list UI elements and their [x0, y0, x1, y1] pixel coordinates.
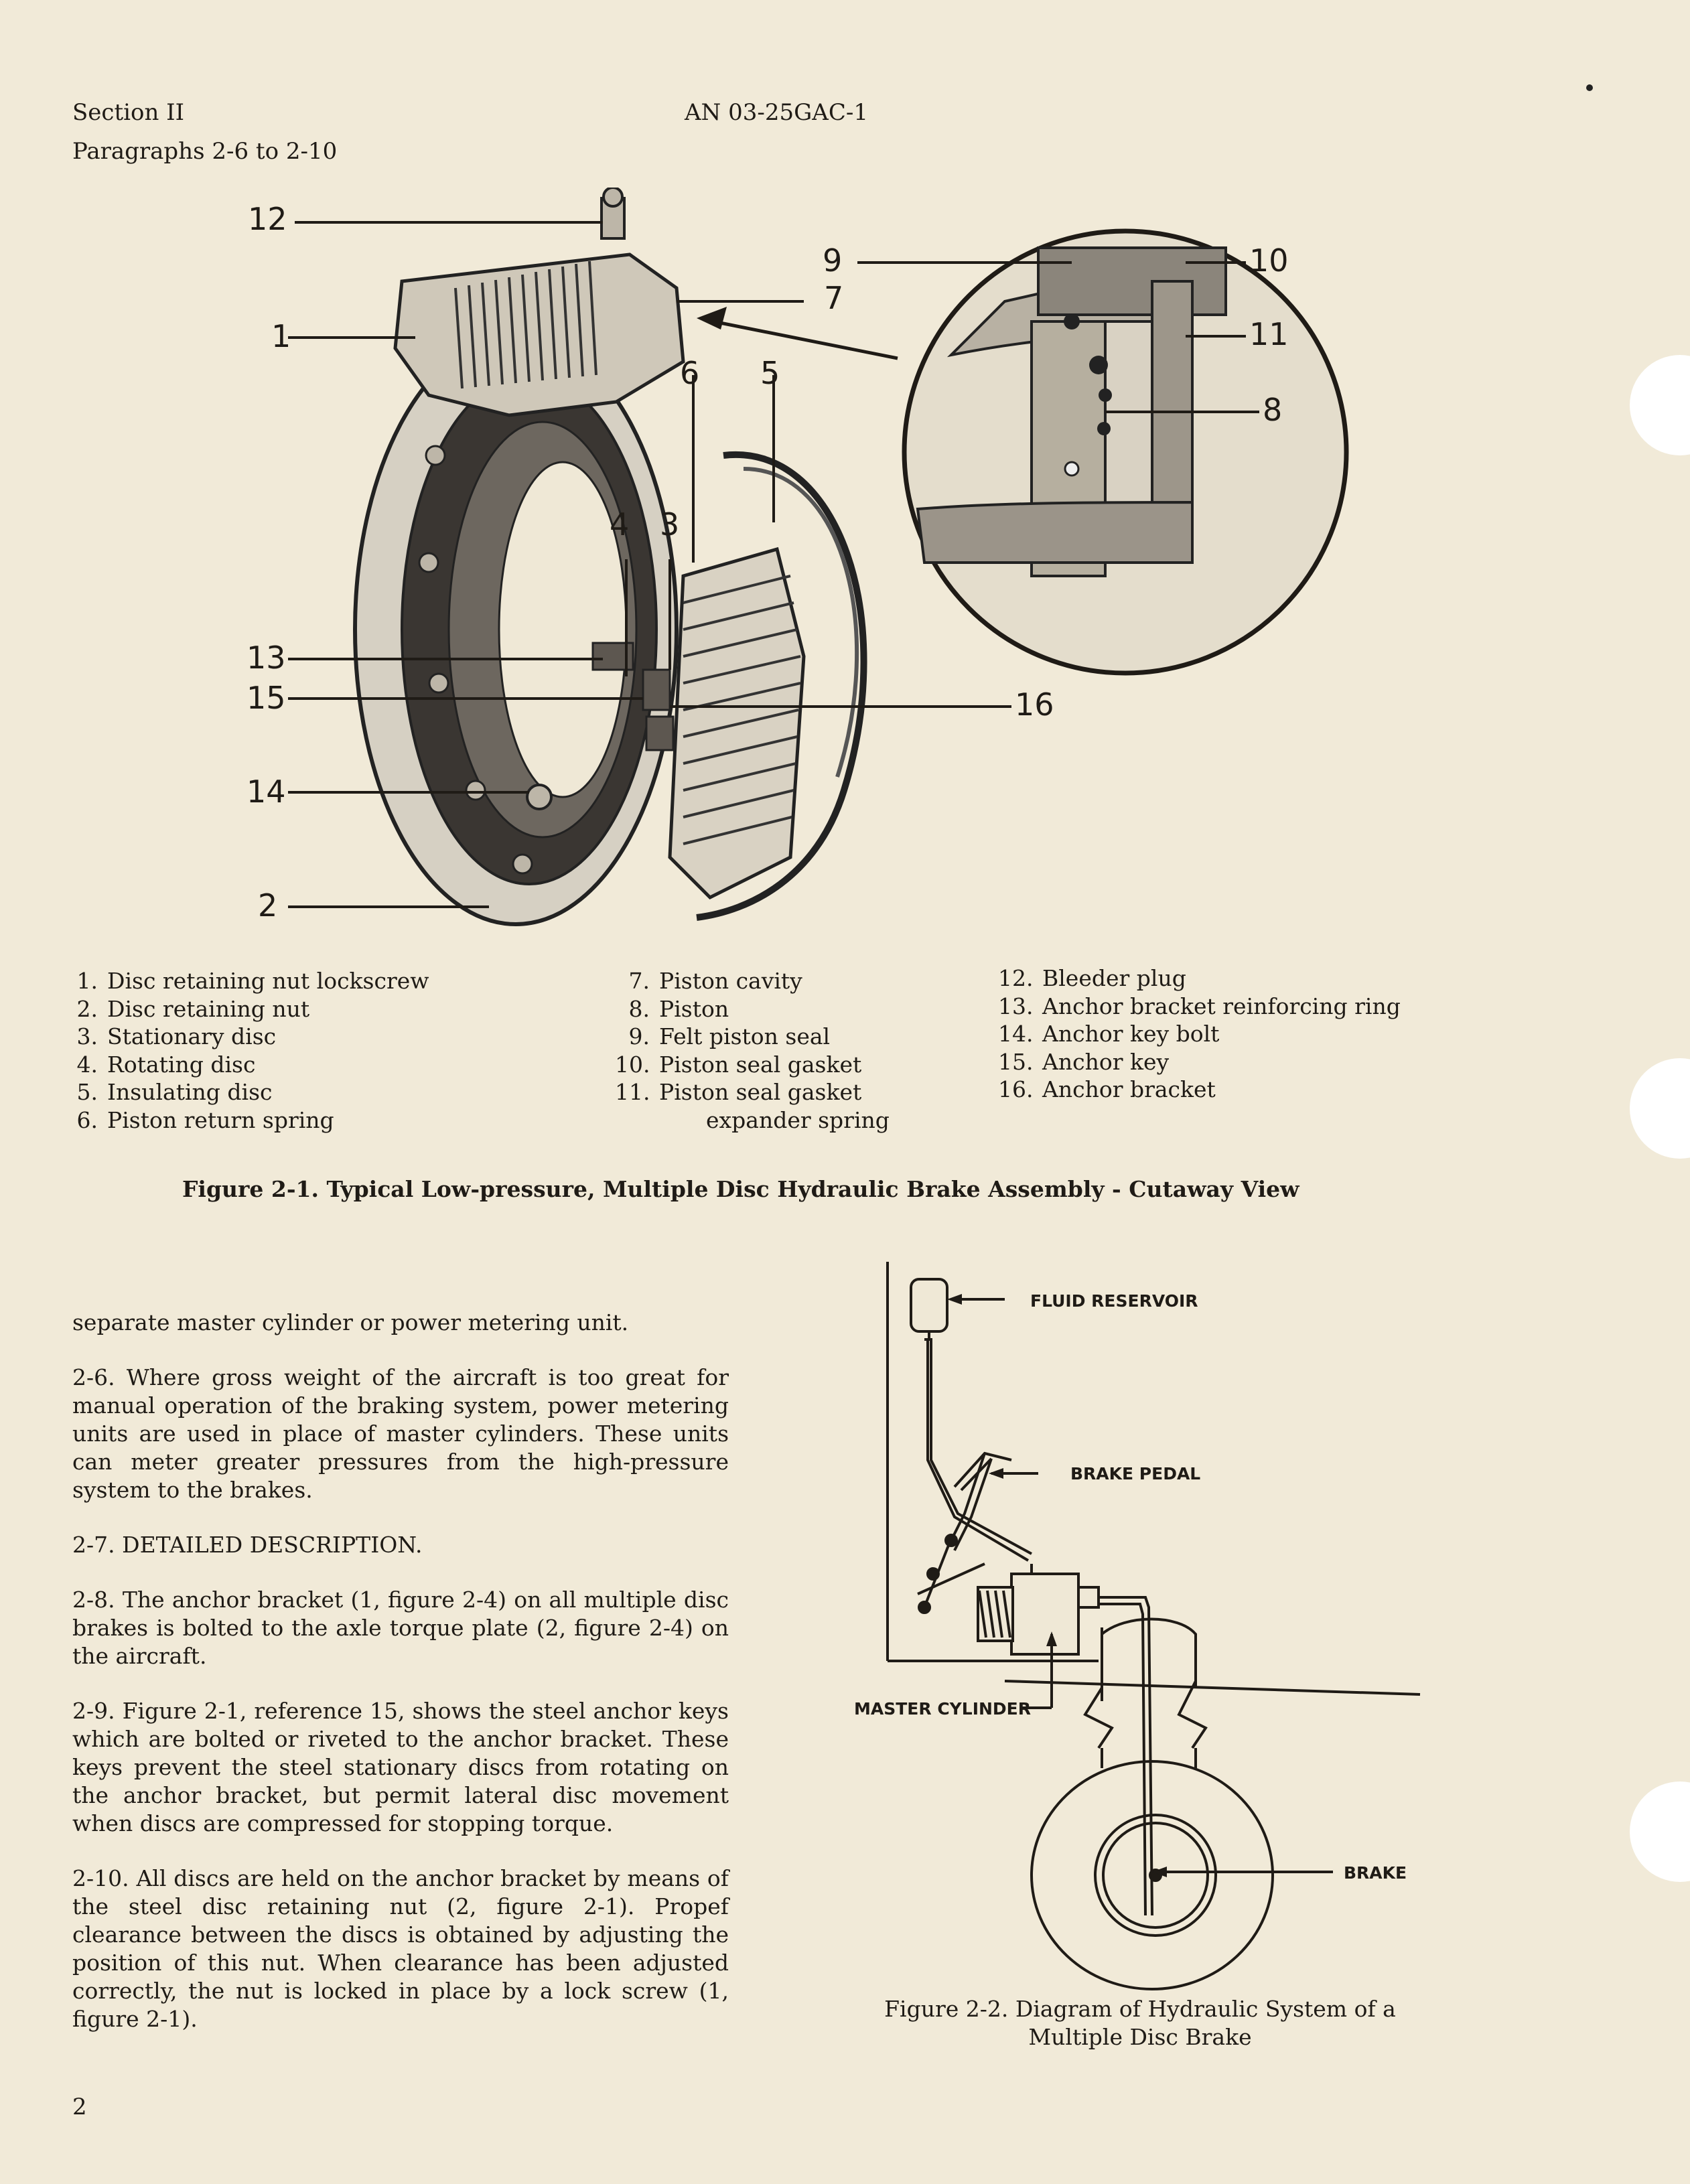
callout-9: 9	[823, 242, 843, 279]
callout-2: 2	[258, 887, 278, 924]
callout-14: 14	[247, 774, 286, 810]
brake-cutaway-illustration	[288, 188, 1349, 926]
paragraph-2-8: 2-8. The anchor bracket (1, figure 2-4) …	[72, 1587, 729, 1669]
doc-number: AN 03-25GAC-1	[685, 99, 868, 126]
legend-item: 7.Piston cavity	[628, 968, 802, 994]
paragraph-continuation: separate master cylinder or power meteri…	[72, 1309, 629, 1335]
callout-4: 4	[610, 506, 630, 542]
legend-item: 14.Anchor key bolt	[998, 1021, 1220, 1047]
legend-item: 13.Anchor bracket reinforcing ring	[998, 993, 1401, 1019]
legend-item: 2.Disc retaining nut	[76, 995, 310, 1022]
figure-2-2-caption-line-2: Multiple Disc Brake	[1028, 2024, 1252, 2050]
legend-item: 3.Stationary disc	[76, 1023, 277, 1049]
callout-11: 11	[1249, 316, 1289, 352]
legend-item: 10.Piston seal gasket	[615, 1051, 862, 1078]
legend-column-2: 7.Piston cavity 8.Piston 9.Felt piston s…	[615, 967, 890, 1134]
legend-column-1: 1.Disc retaining nut lockscrew 2.Disc re…	[75, 967, 429, 1134]
legend-item: 4.Rotating disc	[76, 1051, 256, 1078]
legend-item-continued: expander spring	[706, 1106, 890, 1133]
callout-8: 8	[1263, 392, 1283, 428]
legend-item: 15.Anchor key	[998, 1048, 1170, 1075]
callout-15: 15	[247, 680, 286, 716]
legend-item: 16.Anchor bracket	[998, 1076, 1216, 1102]
callout-3: 3	[660, 506, 680, 542]
paragraph-2-7-heading: 2-7. DETAILED DESCRIPTION.	[72, 1532, 423, 1558]
callout-13: 13	[247, 640, 286, 676]
figure-2-2-caption-line-1: Figure 2-2. Diagram of Hydraulic System …	[884, 1996, 1396, 2022]
legend-item: 5.Insulating disc	[76, 1079, 273, 1105]
figure-2-1-caption: Figure 2-1. Typical Low-pressure, Multip…	[182, 1176, 1299, 1202]
callout-5: 5	[760, 355, 780, 391]
punch-hole	[1630, 1781, 1690, 1882]
label-master-cylinder: MASTER CYLINDER	[854, 1699, 1032, 1719]
legend-item: 8.Piston	[628, 995, 729, 1022]
legend-column-3: 12.Bleeder plug 13.Anchor bracket reinfo…	[998, 964, 1401, 1104]
page-mark	[1586, 84, 1593, 91]
label-brake: BRAKE	[1344, 1863, 1407, 1883]
page-number: 2	[72, 2094, 87, 2120]
body-text: separate master cylinder or power meteri…	[72, 1309, 729, 2060]
paragraph-range: Paragraphs 2-6 to 2-10	[72, 138, 338, 165]
paragraph-2-6: 2-6. Where gross weight of the aircraft …	[72, 1364, 729, 1503]
callout-7: 7	[824, 280, 844, 316]
callout-12: 12	[248, 201, 287, 237]
callout-1: 1	[271, 318, 291, 354]
legend-item: 1.Disc retaining nut lockscrew	[76, 968, 429, 994]
label-brake-pedal: BRAKE PEDAL	[1070, 1464, 1201, 1483]
legend-item: 11.Piston seal gasket	[615, 1079, 862, 1105]
legend-item: 6.Piston return spring	[76, 1106, 334, 1133]
callout-6: 6	[680, 355, 700, 391]
paragraph-2-10: 2-10. All discs are held on the anchor b…	[72, 1865, 729, 2032]
hydraulic-system-diagram	[886, 1262, 1421, 1990]
label-fluid-reservoir: FLUID RESERVOIR	[1030, 1291, 1198, 1311]
legend-item: 9.Felt piston seal	[628, 1023, 831, 1049]
legend-item: 12.Bleeder plug	[998, 965, 1186, 991]
section-label: Section II	[72, 99, 185, 126]
punch-hole	[1630, 1058, 1690, 1159]
paragraph-2-9: 2-9. Figure 2-1, reference 15, shows the…	[72, 1698, 729, 1836]
callout-10: 10	[1249, 242, 1289, 279]
callout-16: 16	[1015, 686, 1054, 723]
